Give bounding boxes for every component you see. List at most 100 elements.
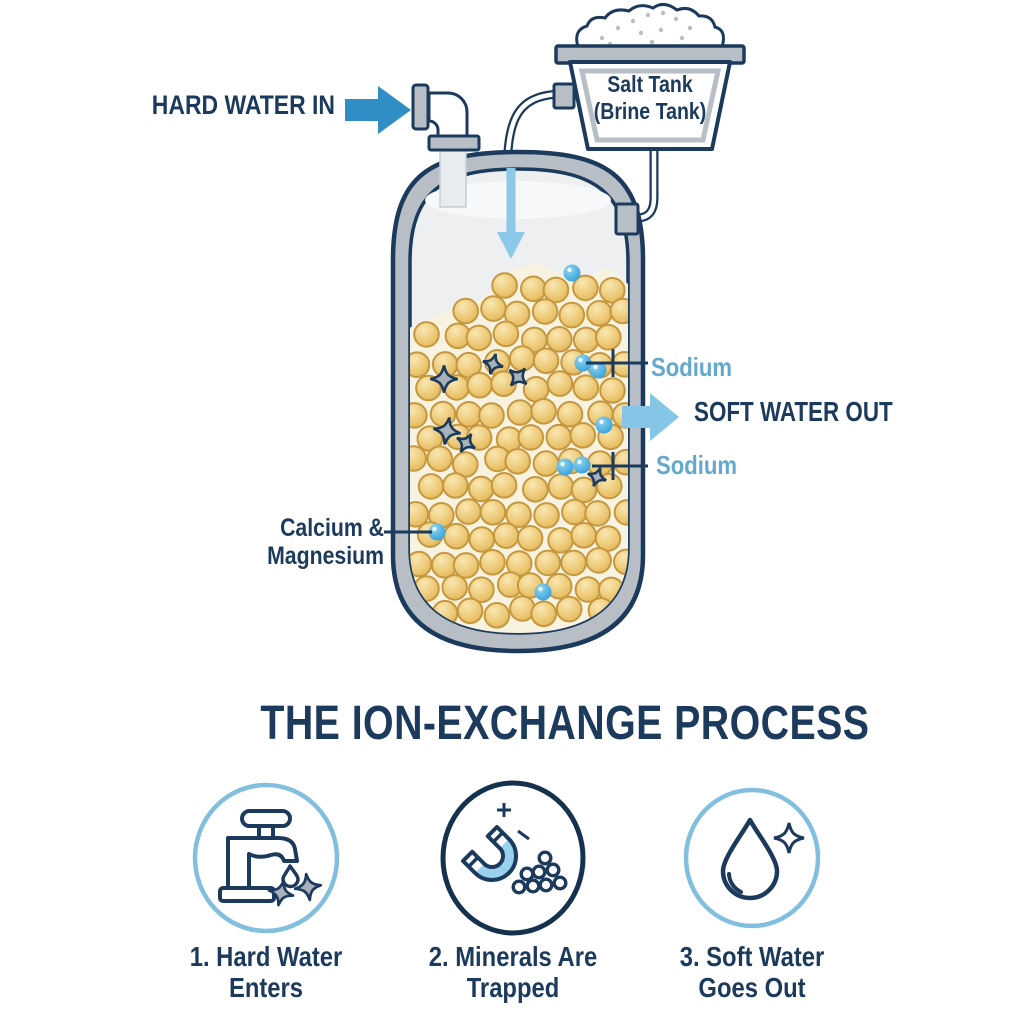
callout-lines xyxy=(384,349,648,534)
resin-bead xyxy=(429,400,457,428)
salt-grain xyxy=(638,30,644,36)
resin-bead xyxy=(546,370,574,397)
salt-tank-label-line2: (Brine Tank) xyxy=(593,98,707,124)
resin-bead xyxy=(555,595,583,623)
sodium-top-label: Sodium xyxy=(651,352,733,382)
resin-bead xyxy=(572,274,599,302)
resin-bead xyxy=(468,526,496,553)
resin-bead xyxy=(594,525,622,552)
trapped-bead-icon xyxy=(525,878,541,894)
resin-bead xyxy=(546,326,573,353)
resin-bead xyxy=(492,320,520,348)
step3-caption: 3. Soft Water Goes Out xyxy=(650,941,854,1003)
resin-bead xyxy=(478,402,505,429)
resin-bead xyxy=(530,600,558,628)
step2-caption-line1: 2. Minerals Are xyxy=(428,941,598,972)
resin-bed xyxy=(410,263,628,633)
salt-grain xyxy=(673,16,679,22)
resin-bead xyxy=(410,402,428,429)
calcium-magnesium-line1: Calcium & xyxy=(280,514,384,542)
resin-bead xyxy=(491,272,518,299)
trapped-bead-icon xyxy=(537,850,553,866)
magnet-icon xyxy=(461,803,568,895)
tank-right-port xyxy=(614,202,640,236)
sodium-ion-dot xyxy=(534,583,552,601)
step3-caption-line2: Goes Out xyxy=(698,972,806,1003)
resin-bead xyxy=(442,472,469,499)
resin-bead xyxy=(556,400,584,428)
salt-grain xyxy=(687,25,693,31)
step1-caption-line1: 1. Hard Water xyxy=(189,941,343,972)
step1-caption-line2: Enters xyxy=(228,972,304,1003)
resin-bead xyxy=(456,597,484,625)
sodium-ions xyxy=(428,264,613,601)
resin-bead xyxy=(516,525,544,552)
resin-bead xyxy=(561,498,588,526)
salt-tank-left-port xyxy=(552,82,576,110)
sodium-ion-highlight xyxy=(432,526,437,532)
resin-bead xyxy=(479,499,507,526)
resin-bead xyxy=(517,424,545,451)
page-title: THE ION-EXCHANGE PROCESS xyxy=(260,697,870,750)
resin-bead xyxy=(545,423,573,451)
resin-bead xyxy=(558,301,586,329)
trapped-beads-icon xyxy=(511,850,568,895)
trapped-bead-icon xyxy=(519,866,535,882)
sodium-ion-dot xyxy=(595,416,613,434)
resin-bead xyxy=(570,522,598,549)
resin-bead xyxy=(599,377,626,404)
resin-bead xyxy=(570,476,598,504)
trapped-bead-icon xyxy=(531,864,547,880)
sodium-ion-dot xyxy=(556,458,574,476)
resin-bead xyxy=(479,549,506,576)
resin-bead xyxy=(452,297,480,325)
salt-grain xyxy=(615,25,621,31)
hard-water-in-label: HARD WATER IN xyxy=(151,90,335,120)
resin-bead xyxy=(569,422,597,449)
step2-caption-line2: Trapped xyxy=(466,972,560,1003)
trapped-bead-icon xyxy=(552,875,568,891)
soft-water-arrow-icon xyxy=(622,393,679,441)
resin-bead xyxy=(533,502,560,529)
trapped-bead-icon xyxy=(511,879,527,895)
sodium-ion-dot xyxy=(573,456,591,474)
resin-bead xyxy=(410,351,431,379)
resin-bead xyxy=(599,277,626,304)
resin-bead xyxy=(452,552,480,579)
salt-grains xyxy=(599,10,693,47)
resin-bead xyxy=(505,501,532,529)
resin-bead xyxy=(508,345,536,372)
resin-bead xyxy=(443,522,470,550)
water-surface xyxy=(425,181,611,219)
salt-grain xyxy=(649,39,655,45)
resin-bead xyxy=(483,602,511,629)
resin-bead xyxy=(467,475,495,503)
step3-caption-line1: 3. Soft Water xyxy=(679,941,825,972)
salt-grain xyxy=(599,35,605,41)
resin-bead xyxy=(584,500,611,527)
resin-bead xyxy=(595,323,622,351)
resin-bead xyxy=(506,399,534,426)
resin-bead xyxy=(547,527,574,554)
resin-bead xyxy=(534,549,562,577)
resin-bead xyxy=(492,522,520,549)
sodium-ion-highlight xyxy=(567,267,572,273)
soft-water-out-label: SOFT WATER OUT xyxy=(694,396,893,427)
sodium-ion-highlight xyxy=(599,419,604,425)
salt-tank-body xyxy=(568,60,732,151)
step1-caption: 1. Hard Water Enters xyxy=(164,941,368,1003)
resin-bead xyxy=(410,445,428,472)
resin-bead xyxy=(417,473,445,500)
sodium-bottom-label: Sodium xyxy=(656,450,738,480)
resin-bead xyxy=(572,374,600,402)
hard-water-arrow-icon xyxy=(345,86,411,134)
resin-bead xyxy=(586,300,613,327)
resin-bead xyxy=(522,376,550,403)
minus-spark-icon xyxy=(517,829,530,841)
salt-tank-label: Salt Tank (Brine Tank) xyxy=(578,71,723,125)
resin-bead xyxy=(490,472,518,499)
resin-bead xyxy=(522,476,549,503)
sodium-ion-highlight xyxy=(577,459,582,465)
salt-tank-inner-frame xyxy=(578,68,722,143)
